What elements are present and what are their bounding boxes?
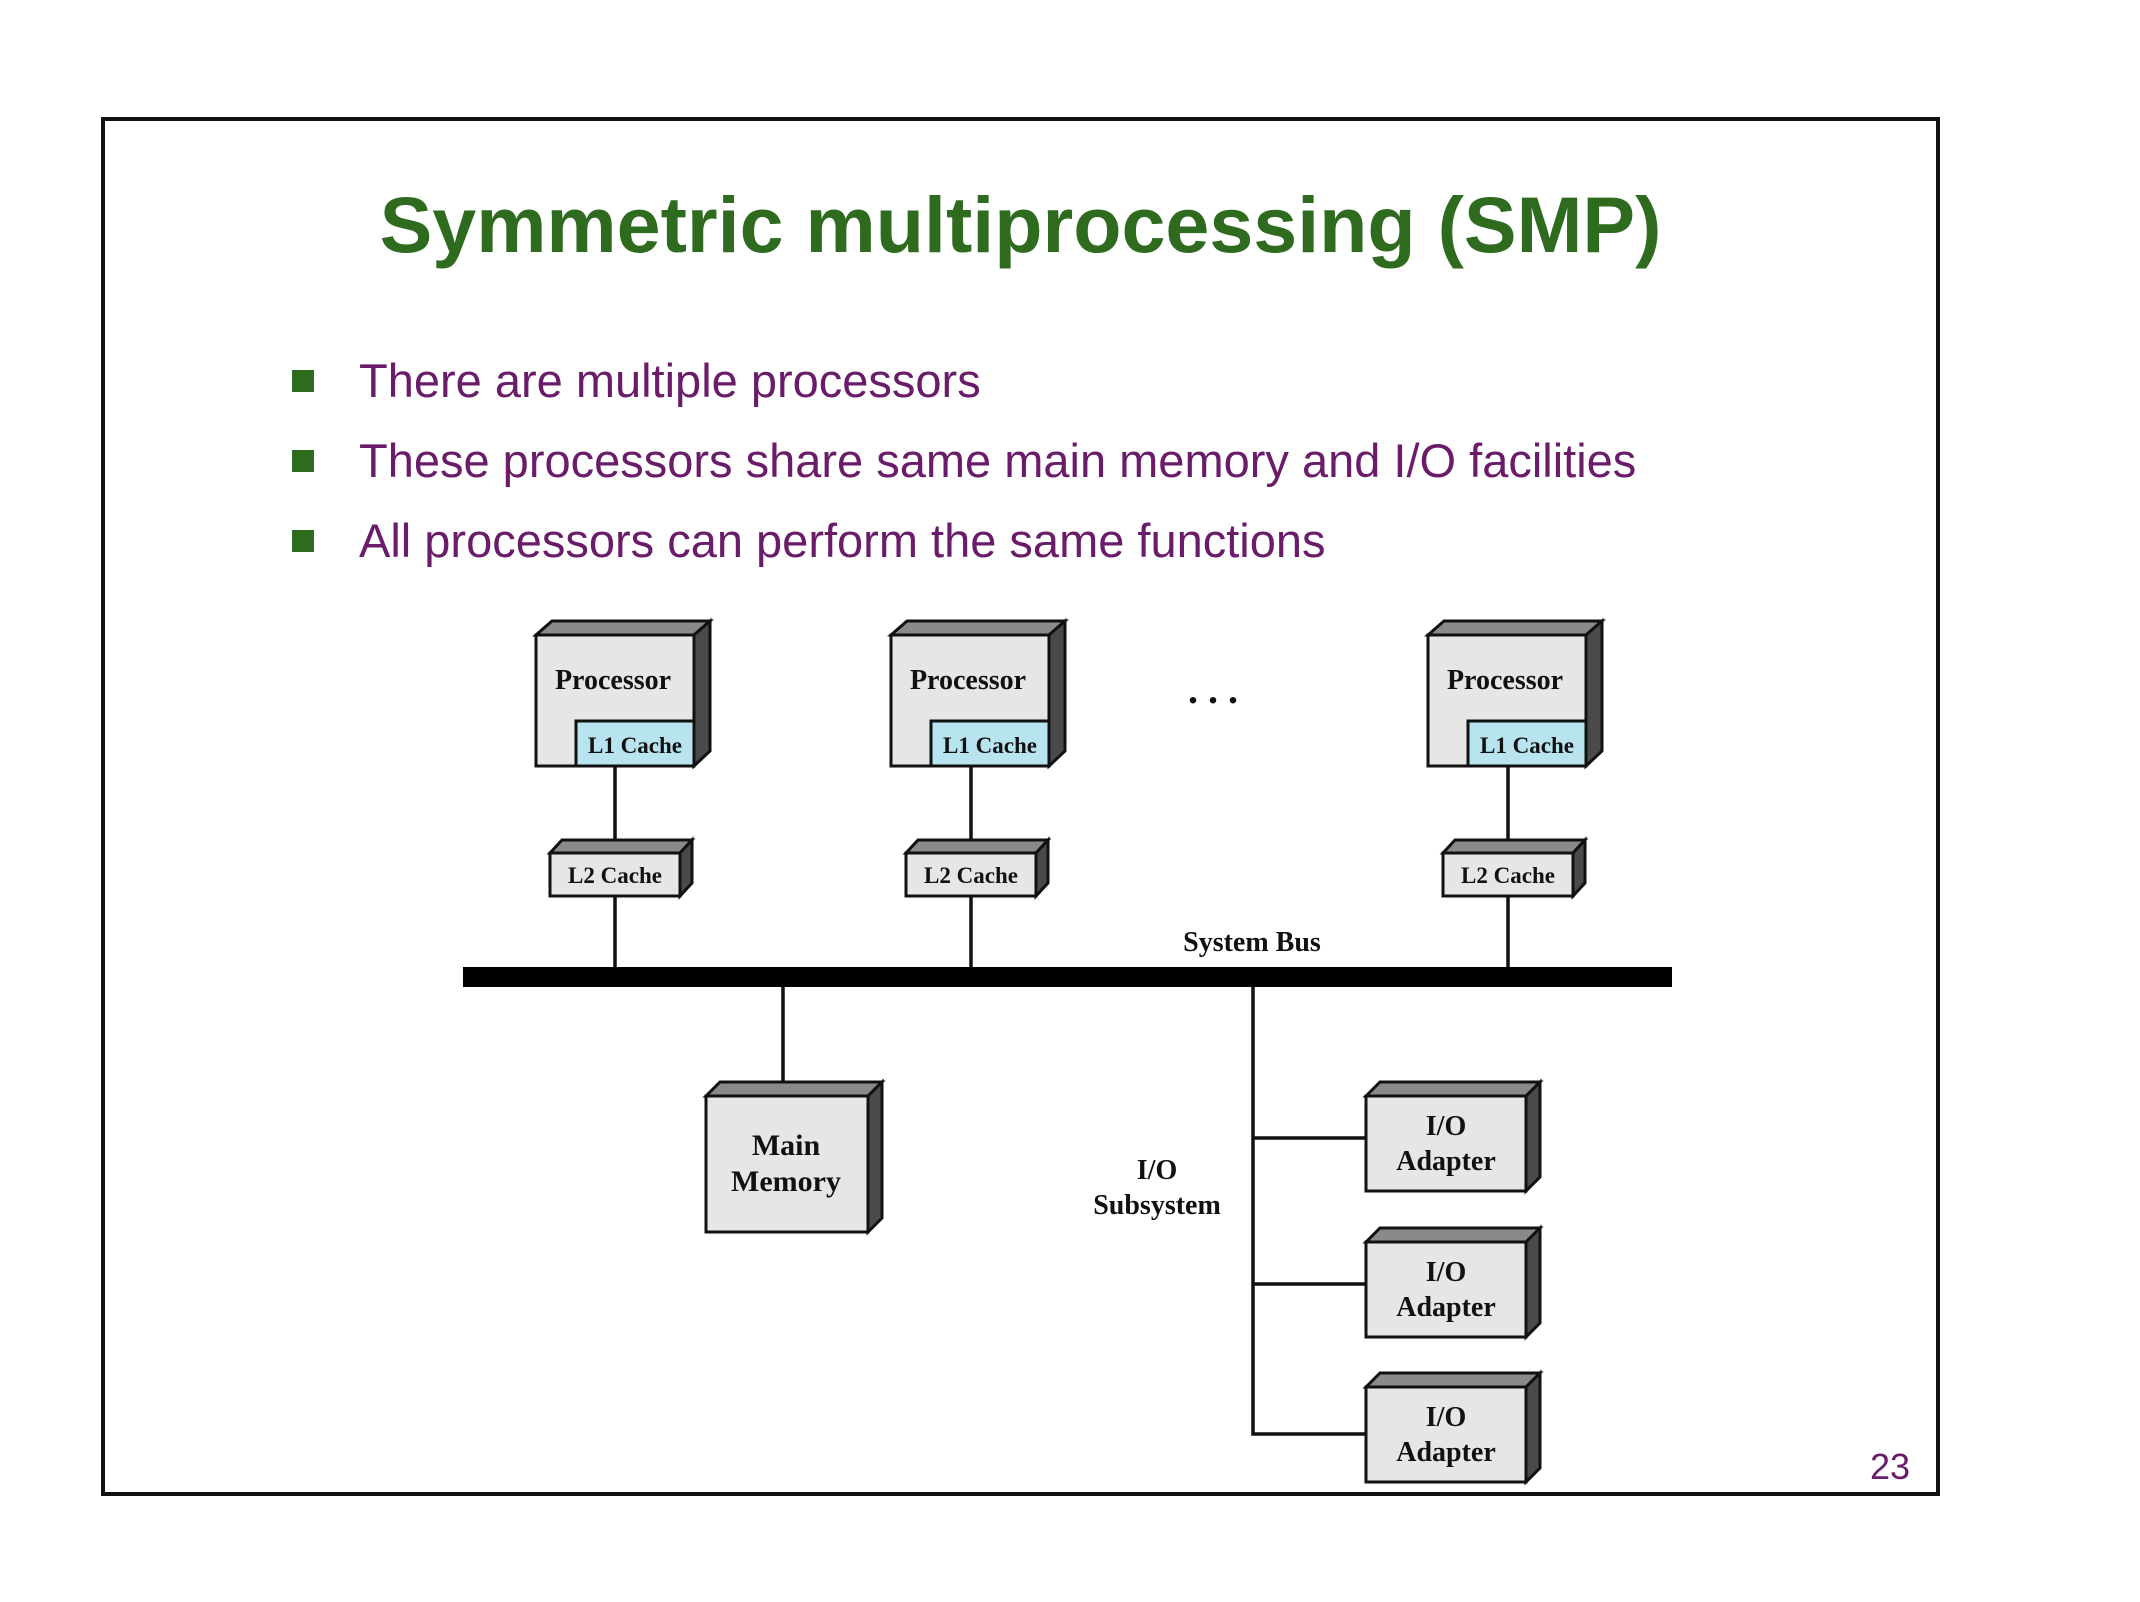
io-adapter-2: I/O Adapter bbox=[1362, 1224, 1544, 1341]
page-number: 23 bbox=[1869, 1446, 1910, 1487]
processor-side-face bbox=[1047, 617, 1067, 770]
adapter-box bbox=[1364, 1094, 1528, 1193]
processor-side-face bbox=[1584, 617, 1604, 770]
l2-cache-box bbox=[1441, 851, 1575, 898]
l1-cache-box bbox=[574, 719, 696, 768]
adapter-label-line2: Adapter bbox=[1396, 1292, 1496, 1323]
memory-side-face bbox=[866, 1078, 884, 1236]
io-adapter-3: I/O Adapter bbox=[1362, 1369, 1544, 1486]
processor-1: Processor L1 Cache bbox=[532, 617, 714, 770]
slide: Symmetric multiprocessing (SMP) There ar… bbox=[101, 117, 1940, 1496]
io-adapter-1: I/O Adapter bbox=[1362, 1078, 1544, 1195]
bullet-text: There are multiple processors bbox=[359, 354, 981, 407]
memory-label-line2: Memory bbox=[731, 1165, 841, 1198]
bullet-text: These processors share same main memory … bbox=[359, 434, 1637, 487]
l1-cache-box bbox=[1466, 719, 1588, 768]
l2-top-face bbox=[902, 838, 1052, 855]
l2-top-face bbox=[1439, 838, 1589, 855]
l2-cache-2: L2 Cache bbox=[902, 836, 1052, 900]
l2-cache-box bbox=[904, 851, 1038, 898]
adapter-label-line2: Adapter bbox=[1396, 1437, 1496, 1468]
connectors bbox=[613, 766, 1510, 1436]
adapter-top-face bbox=[1362, 1226, 1544, 1244]
l1-cache-label: L1 Cache bbox=[1480, 733, 1574, 758]
processor-top-face bbox=[1424, 619, 1606, 637]
processor-top-face bbox=[532, 619, 714, 637]
adapter-label-line1: I/O bbox=[1426, 1257, 1466, 1288]
main-memory: Main Memory bbox=[702, 1078, 886, 1236]
bullet-item: All processors can perform the same func… bbox=[292, 501, 1636, 581]
l1-cache-label: L1 Cache bbox=[588, 733, 682, 758]
slide-title: Symmetric multiprocessing (SMP) bbox=[379, 180, 1662, 269]
l1-cache-label: L1 Cache bbox=[943, 733, 1037, 758]
adapter-side-face bbox=[1524, 1078, 1542, 1195]
adapter-top-face bbox=[1362, 1371, 1544, 1389]
adapter-label-line1: I/O bbox=[1426, 1111, 1466, 1142]
l2-cache-label: L2 Cache bbox=[924, 863, 1018, 888]
memory-top-face bbox=[702, 1080, 886, 1098]
l2-top-face bbox=[546, 838, 696, 855]
smp-diagram: System Bus Processor L1 Cache Processor … bbox=[463, 617, 1672, 1486]
bullet-item: These processors share same main memory … bbox=[292, 421, 1636, 501]
processor-top-face bbox=[887, 619, 1069, 637]
processor-label: Processor bbox=[910, 665, 1026, 696]
system-bus bbox=[463, 967, 1672, 987]
bullet-text: All processors can perform the same func… bbox=[359, 514, 1326, 567]
processor-2: Processor L1 Cache bbox=[887, 617, 1069, 770]
adapter-box bbox=[1364, 1385, 1528, 1484]
l2-cache-label: L2 Cache bbox=[568, 863, 662, 888]
adapter-box bbox=[1364, 1240, 1528, 1339]
system-bus-label: System Bus bbox=[1183, 927, 1321, 958]
memory-box bbox=[704, 1094, 870, 1234]
connector-io-subsystem bbox=[1251, 987, 1366, 1436]
bullet-list: There are multiple processors These proc… bbox=[292, 341, 1636, 581]
l2-cache-label: L2 Cache bbox=[1461, 863, 1555, 888]
adapter-side-face bbox=[1524, 1224, 1542, 1341]
bullet-square-icon bbox=[292, 530, 314, 552]
adapter-label-line2: Adapter bbox=[1396, 1146, 1496, 1177]
processor-ellipsis: . . . bbox=[1188, 667, 1238, 712]
io-subsystem-label-line2: Subsystem bbox=[1093, 1190, 1221, 1221]
processor-label: Processor bbox=[555, 665, 671, 696]
adapter-side-face bbox=[1524, 1369, 1542, 1486]
bullet-item: There are multiple processors bbox=[292, 341, 1636, 421]
l1-cache-box bbox=[929, 719, 1051, 768]
l2-cache-1: L2 Cache bbox=[546, 836, 696, 900]
processor-side-face bbox=[692, 617, 712, 770]
processor-3: Processor L1 Cache bbox=[1424, 617, 1606, 770]
io-subsystem-label-line1: I/O bbox=[1137, 1155, 1177, 1186]
bullet-square-icon bbox=[292, 370, 314, 392]
l2-cache-box bbox=[548, 851, 682, 898]
bullet-square-icon bbox=[292, 450, 314, 472]
adapter-label-line1: I/O bbox=[1426, 1402, 1466, 1433]
processor-label: Processor bbox=[1447, 665, 1563, 696]
memory-label-line1: Main bbox=[752, 1129, 821, 1162]
adapter-top-face bbox=[1362, 1080, 1544, 1098]
l2-cache-3: L2 Cache bbox=[1439, 836, 1589, 900]
